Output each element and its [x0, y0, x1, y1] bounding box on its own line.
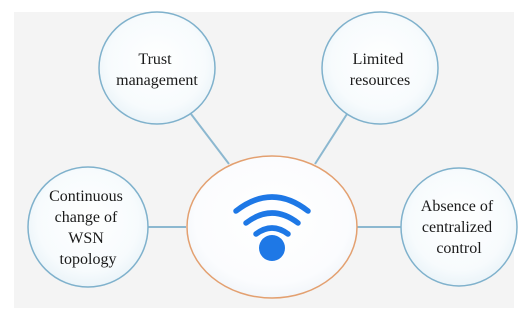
- node-continuous: Continuous change of WSN topology: [27, 166, 149, 288]
- edges: [145, 113, 401, 228]
- edge-limited: [314, 113, 348, 165]
- node-limited: Limited resources: [321, 11, 439, 125]
- node-trust-label: Trust management: [116, 51, 198, 89]
- node-continuous-label: Continuous change of WSN topology: [49, 188, 127, 268]
- node-trust: Trust management: [98, 11, 216, 125]
- node-absence: Absence of centralized control: [400, 167, 518, 287]
- node-absence-label: Absence of centralized control: [421, 198, 497, 257]
- wifi-icon: [233, 194, 311, 261]
- edge-trust: [190, 113, 230, 165]
- node-limited-label: Limited resources: [350, 51, 410, 89]
- center-node: [186, 155, 358, 299]
